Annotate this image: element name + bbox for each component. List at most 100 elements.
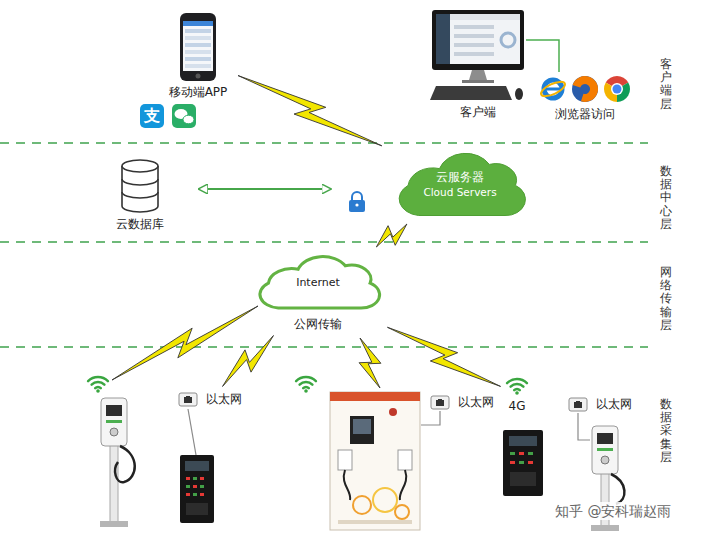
node-inner: Internet <box>253 250 383 314</box>
wall-charger-part <box>528 461 533 464</box>
phone-shape-part <box>185 50 211 54</box>
browsers-shape-part <box>539 79 567 99</box>
charging-pile-part <box>591 525 619 531</box>
charging-pile-part <box>110 444 118 522</box>
padlock-icon-part <box>349 200 365 212</box>
wall-charger-part <box>180 455 214 523</box>
wifi-icon-part <box>95 387 101 388</box>
cloudFill-icon: 云服务器Cloud Servers <box>393 147 528 221</box>
node-inner <box>430 10 526 102</box>
wall-charger-part <box>185 461 209 471</box>
router-icon <box>178 390 198 408</box>
node-inner: 云服务器Cloud Servers <box>393 147 528 221</box>
phone-shape-part <box>185 43 211 47</box>
wifi-icon-part <box>300 382 313 385</box>
charging-pile-part <box>101 398 127 446</box>
wechat-icon-part <box>183 115 194 124</box>
wifi-icon-part <box>304 389 308 393</box>
router-shape-part <box>186 396 190 397</box>
node-label: 移动端APP <box>169 84 228 100</box>
alipay-icon <box>140 104 164 128</box>
wifi-shape-part <box>514 389 520 390</box>
wifi-shape-part <box>511 384 524 387</box>
node-inner <box>568 395 588 413</box>
browsers-shape-part <box>572 76 598 102</box>
wifi-icon-part <box>92 382 105 385</box>
node-label: 公网传输 <box>294 316 342 332</box>
router-shape-part <box>569 398 587 411</box>
wire-part <box>421 411 440 425</box>
wall-charger-part <box>519 461 524 464</box>
lightning-bolt <box>387 327 500 386</box>
wall-charger-part <box>200 477 204 480</box>
phone-shape-part <box>196 74 201 79</box>
charging-pile-part <box>106 420 122 423</box>
lightning-bolt <box>376 224 407 247</box>
wifi-icon <box>88 377 108 393</box>
connector-line <box>526 40 559 72</box>
pc-shape-part <box>454 43 494 47</box>
padlock-icon <box>349 192 365 212</box>
charging-cabinet-part <box>344 470 350 500</box>
pc-shape-part <box>450 14 520 20</box>
charging-pile-part <box>106 405 122 416</box>
browsers-shape-part <box>604 76 630 102</box>
charging-pile-part <box>597 433 613 444</box>
db-shape-part <box>122 179 158 185</box>
phone-shape-part <box>185 29 211 33</box>
charging-cabinet <box>330 392 420 530</box>
pc-shape-part <box>469 70 487 80</box>
node-label: 云数据库 <box>116 216 164 232</box>
lightning-link <box>238 76 382 146</box>
layer-divider-part <box>0 142 648 144</box>
layer-label: 数据中心层 <box>660 165 672 231</box>
pc-shape-part <box>454 52 494 56</box>
charging-cabinet-part <box>353 419 371 434</box>
charging-pile <box>100 398 135 527</box>
wechat-icon-part <box>172 104 196 128</box>
wall-charger <box>180 455 214 523</box>
alipay-logo-text: 支 <box>140 104 164 128</box>
router-shape-part <box>574 402 582 408</box>
charging-cabinet-part <box>389 408 397 416</box>
charging-cabinet-part <box>398 450 412 470</box>
padlock-icon-part <box>355 203 358 206</box>
lightning-link <box>376 224 407 247</box>
lightning-link <box>387 327 500 386</box>
charging-pile-part <box>115 446 135 482</box>
browsers-shape-part <box>572 76 598 102</box>
wifi-icon-part <box>96 389 100 393</box>
layer-divider <box>0 143 648 347</box>
phone-icon <box>179 12 217 82</box>
charging-pile-part <box>100 521 128 527</box>
alipay-icon-part <box>140 104 164 128</box>
ethernet-node: 以太网 <box>430 393 494 411</box>
ethernet-node: 以太网 <box>178 390 242 408</box>
client-pc-node: 客户端 <box>430 10 526 120</box>
lightning-link <box>223 336 274 387</box>
node-inner <box>120 158 160 214</box>
router-shape-part <box>576 401 580 402</box>
wall-charger-part <box>528 452 533 455</box>
wall-charger-part <box>509 436 537 446</box>
browser-node: 浏览器访问 <box>539 74 631 122</box>
node-label: Cloud Servers <box>423 185 496 200</box>
cloudFill-shape-part <box>399 153 525 215</box>
lightning-bolt <box>223 336 274 387</box>
charging-pile-part <box>611 474 624 504</box>
layer-label: 网络传输层 <box>660 266 672 332</box>
padlock-icon-part <box>352 192 362 201</box>
charging-cabinet-part <box>400 470 406 500</box>
connector-path <box>526 40 559 72</box>
charging-cabinet-part <box>338 520 412 524</box>
router-shape-part <box>431 396 449 409</box>
browsers-shape-part <box>573 76 598 102</box>
wall-charger-part <box>193 477 197 480</box>
connector-path <box>199 188 331 190</box>
charging-cabinet-part <box>353 496 371 514</box>
node-label: 客户端 <box>460 104 496 120</box>
node-label: 以太网 <box>458 394 494 410</box>
cloud-server: 云服务器Cloud Servers <box>393 147 528 221</box>
internet-cloud: Internet 公网传输 <box>253 250 383 332</box>
wall-charger-part <box>186 485 190 488</box>
